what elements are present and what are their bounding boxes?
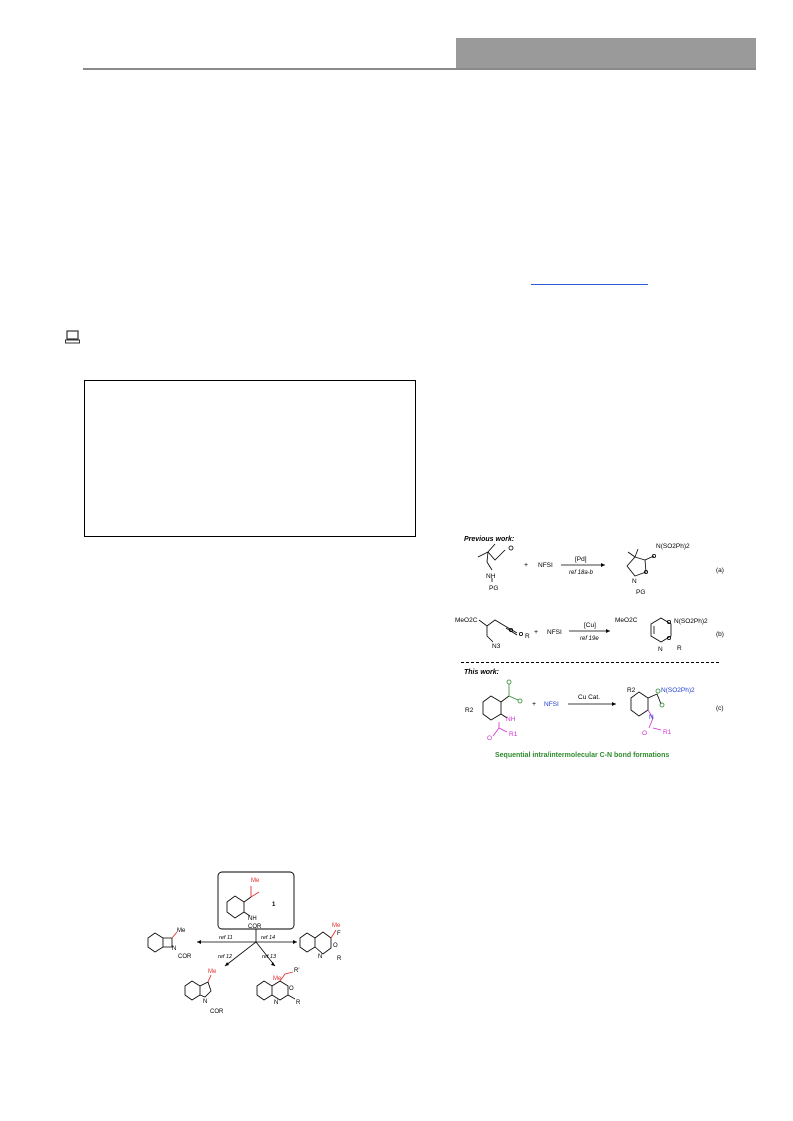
left-ref: ref 11 bbox=[219, 935, 233, 941]
bl-n: N bbox=[203, 999, 207, 1005]
row-b-condition-bottom: ref 19e bbox=[580, 636, 599, 642]
row-b-plus: + bbox=[534, 629, 538, 636]
header-tab bbox=[456, 38, 756, 69]
br-o: O bbox=[289, 986, 294, 992]
right-me: Me bbox=[332, 923, 341, 929]
scheme-caption: Sequential intra/intermolecular C-N bond… bbox=[495, 752, 669, 759]
right-product bbox=[299, 931, 332, 955]
row-b-condition-top: [Cu] bbox=[584, 622, 596, 629]
row-b-r: R bbox=[525, 633, 530, 640]
row-b-azide: N3 bbox=[492, 643, 501, 650]
row-c-product-r2: R2 bbox=[627, 687, 636, 694]
previous-work-label: Previous work: bbox=[464, 536, 514, 543]
this-work-label: This work: bbox=[464, 669, 499, 676]
bottom-right-product bbox=[256, 980, 296, 1001]
center-me: Me bbox=[251, 878, 260, 884]
row-c-product-green bbox=[655, 688, 665, 708]
row-c-nfsi: NFSI bbox=[544, 701, 559, 708]
row-c-nh: NH bbox=[506, 716, 516, 723]
row-c-r1: R1 bbox=[509, 731, 518, 738]
br-me: Me bbox=[273, 976, 282, 982]
right-f: F bbox=[337, 931, 341, 937]
row-c-substrate-magenta bbox=[492, 722, 508, 737]
row-c-plus: + bbox=[532, 701, 536, 708]
row-a-product-pg: PG bbox=[636, 589, 645, 596]
row-c-product-group: N(SO2Ph)2 bbox=[661, 687, 695, 694]
br-n: N bbox=[274, 1000, 278, 1006]
row-b-product-n: N bbox=[658, 646, 663, 653]
reaction-scheme-figure: Previous work: NH PG + NFSI [Pd] ref 18a… bbox=[455, 536, 724, 759]
scheme-divider bbox=[461, 662, 719, 663]
row-b-ester: MeO2C bbox=[455, 617, 478, 624]
row-c-r2: R2 bbox=[465, 707, 474, 714]
prior-work-scheme: Me NH COR 1 ref 11 ref 14 ref 12 ref 13 … bbox=[147, 871, 342, 1015]
row-a-product-group: N(SO2Ph)2 bbox=[656, 543, 690, 550]
row-b-substrate bbox=[478, 619, 524, 643]
center-substrate bbox=[226, 895, 252, 919]
br-r: R bbox=[296, 1000, 301, 1006]
right-n: N bbox=[318, 954, 322, 960]
row-c-product bbox=[630, 691, 662, 717]
row-c-substrate-green bbox=[506, 679, 523, 704]
row-a-substrate bbox=[477, 543, 514, 582]
left-n: N bbox=[172, 946, 176, 952]
row-a-condition-bottom: ref 18a-b bbox=[569, 570, 594, 576]
row-c-product-n: N bbox=[649, 714, 654, 721]
row-a-pg: PG bbox=[489, 585, 498, 592]
right-r: R bbox=[337, 956, 342, 962]
row-b-product bbox=[650, 617, 672, 643]
center-nh: NH bbox=[248, 916, 257, 922]
left-cor: COR bbox=[178, 954, 192, 960]
bottom-left-product bbox=[184, 980, 212, 1001]
row-a-nh: NH bbox=[486, 573, 496, 580]
center-number: 1 bbox=[272, 902, 276, 908]
bl-me: Me bbox=[208, 969, 217, 975]
row-a-condition-top: [Pd] bbox=[575, 556, 587, 563]
bl-cor: COR bbox=[210, 1009, 224, 1015]
row-c-product-r1: R1 bbox=[663, 729, 672, 736]
row-b-product-ester: MeO2C bbox=[615, 617, 638, 624]
row-c-substrate bbox=[482, 695, 510, 721]
row-a-nfsi: NFSI bbox=[538, 562, 553, 569]
computer-icon bbox=[65, 330, 80, 344]
center-cor: COR bbox=[248, 924, 262, 930]
header-rule bbox=[83, 68, 756, 70]
row-a-product-n: N bbox=[632, 578, 637, 585]
row-b-product-group: N(SO2Ph)2 bbox=[674, 618, 708, 625]
row-c-product-o: O bbox=[642, 730, 647, 737]
row-b-nfsi: NFSI bbox=[547, 629, 562, 636]
br-rprime: R' bbox=[294, 968, 299, 974]
row-c-tag: (c) bbox=[716, 705, 724, 712]
left-me: Me bbox=[177, 928, 186, 934]
bl-ref: ref 12 bbox=[218, 954, 232, 960]
row-a-tag: (a) bbox=[716, 567, 724, 574]
left-product bbox=[147, 932, 173, 953]
abstract-box bbox=[84, 380, 416, 537]
row-a-product bbox=[626, 548, 656, 577]
row-a-plus: + bbox=[524, 562, 528, 569]
right-o: O bbox=[333, 943, 338, 949]
reference-link-underline[interactable] bbox=[531, 284, 648, 285]
br-ref: ref 13 bbox=[262, 954, 277, 960]
row-b-tag: (b) bbox=[716, 631, 724, 638]
row-c-product-magenta bbox=[647, 709, 662, 731]
row-c-o: O bbox=[487, 735, 492, 742]
right-ref: ref 14 bbox=[261, 935, 275, 941]
scheme-arrows bbox=[197, 929, 297, 967]
row-b-product-r: R bbox=[677, 645, 682, 652]
row-c-condition-top: Cu Cat. bbox=[578, 694, 600, 701]
